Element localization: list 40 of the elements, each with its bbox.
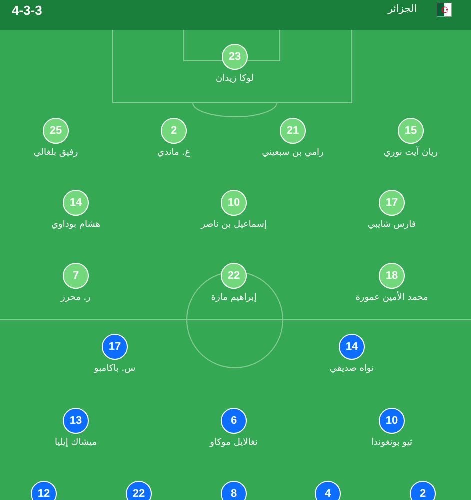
player-circle: 21 [280, 118, 306, 144]
team-name: الجزائر [388, 3, 417, 17]
player-name: إسماعيل بن ناصر [201, 220, 267, 230]
player-circle: 14 [63, 190, 89, 216]
player-name: ريان آيت نوري [384, 148, 438, 158]
player-name: نغالايل موكاو [210, 438, 258, 448]
player-circle: 22 [126, 481, 152, 500]
player-name: ع. ماندي [158, 148, 190, 158]
player-circle: 15 [398, 118, 424, 144]
player-circle: 22 [221, 263, 247, 289]
player-circle: 2 [161, 118, 187, 144]
player-circle: 10 [221, 190, 247, 216]
player-name: لوكا زيدان [216, 74, 254, 84]
player-circle: 17 [102, 334, 128, 360]
player-circle: 23 [222, 44, 248, 70]
player-name: رفيق بلغالي [34, 148, 78, 158]
player-name: رامي بن سبعيني [262, 148, 324, 158]
player-name: محمد الأمين عمورة [356, 292, 428, 304]
player-name: نواه صديقي [330, 364, 374, 374]
header-bar [0, 0, 471, 30]
player-circle: 6 [221, 408, 247, 434]
player-circle: 25 [43, 118, 69, 144]
player-name: س. باكامبو [94, 364, 136, 374]
player-circle: 13 [63, 408, 89, 434]
player-circle: 2 [410, 481, 436, 500]
player-name: ر. محرز [61, 292, 91, 304]
player-name: فارس شايبي [368, 220, 416, 230]
player-circle: 14 [339, 334, 365, 360]
player-circle: 12 [31, 481, 57, 500]
player-circle: 4 [315, 481, 341, 500]
player-circle: 10 [379, 408, 405, 434]
player-name: ثيو بونغوندا [371, 438, 413, 448]
player-circle: 18 [379, 263, 405, 289]
player-circle: 8 [221, 481, 247, 500]
player-name: ميشاك إيليا [54, 438, 98, 448]
player-circle: 17 [379, 190, 405, 216]
player-name: هشام بوداوي [52, 220, 100, 230]
player-name: إبراهيم مازة [211, 292, 257, 304]
player-circle: 7 [63, 263, 89, 289]
formation-label: 4-3-3 [12, 3, 42, 19]
